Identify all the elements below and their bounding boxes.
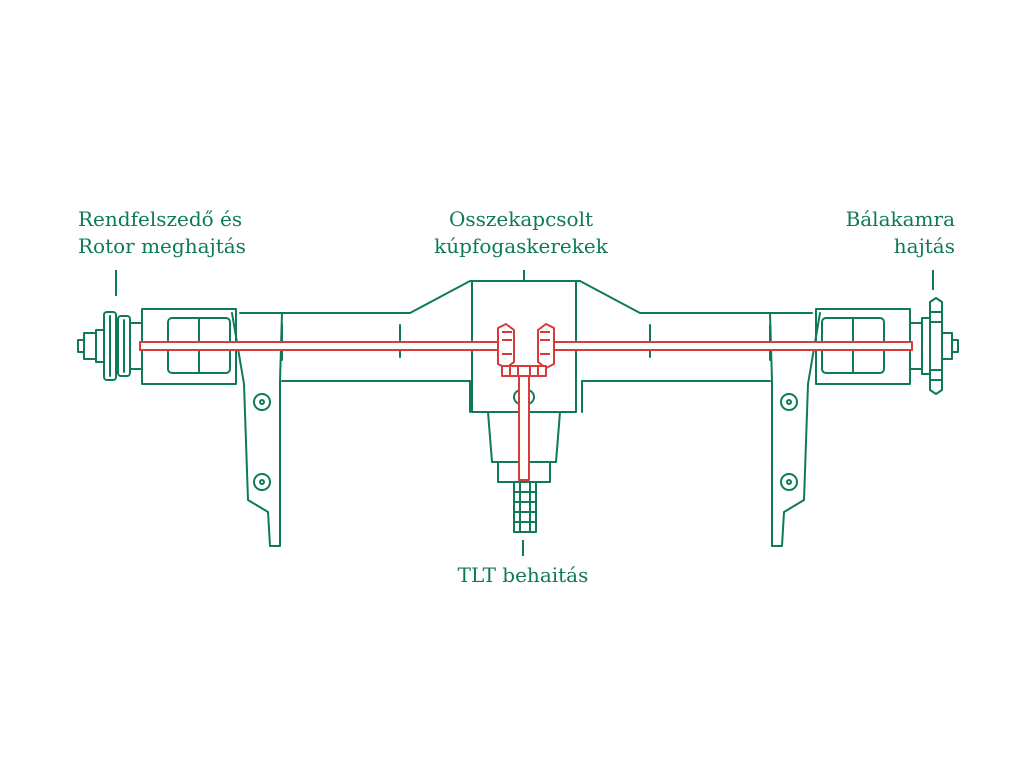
label-right-line-2: hajtás (893, 234, 955, 258)
left-sprocket-hub (77, 311, 131, 381)
left-mount-bracket (231, 312, 283, 547)
right-sprocket-hub (921, 297, 959, 395)
bevel-gears (497, 323, 555, 377)
label-center-line-2: kúpfogaskerekek (434, 234, 608, 258)
label-pto-input: TLT behaitás (418, 562, 628, 589)
label-bale-chamber-drive: Bálakamra hajtás (820, 206, 955, 260)
label-left-line-2: Rotor meghajtás (78, 234, 246, 258)
pto-input-shaft (513, 481, 537, 533)
label-right-line-1: Bálakamra (845, 207, 955, 231)
label-pickup-rotor-drive: Rendfelszedő és Rotor meghajtás (78, 206, 246, 260)
label-center-line-1: Osszekapcsolt (448, 207, 594, 231)
right-mount-bracket (769, 312, 821, 547)
label-left-line-1: Rendfelszedő és (78, 207, 243, 231)
label-bottom-line: TLT behaitás (457, 563, 589, 587)
label-bevel-gears: Osszekapcsolt kúpfogaskerekek (416, 206, 626, 260)
